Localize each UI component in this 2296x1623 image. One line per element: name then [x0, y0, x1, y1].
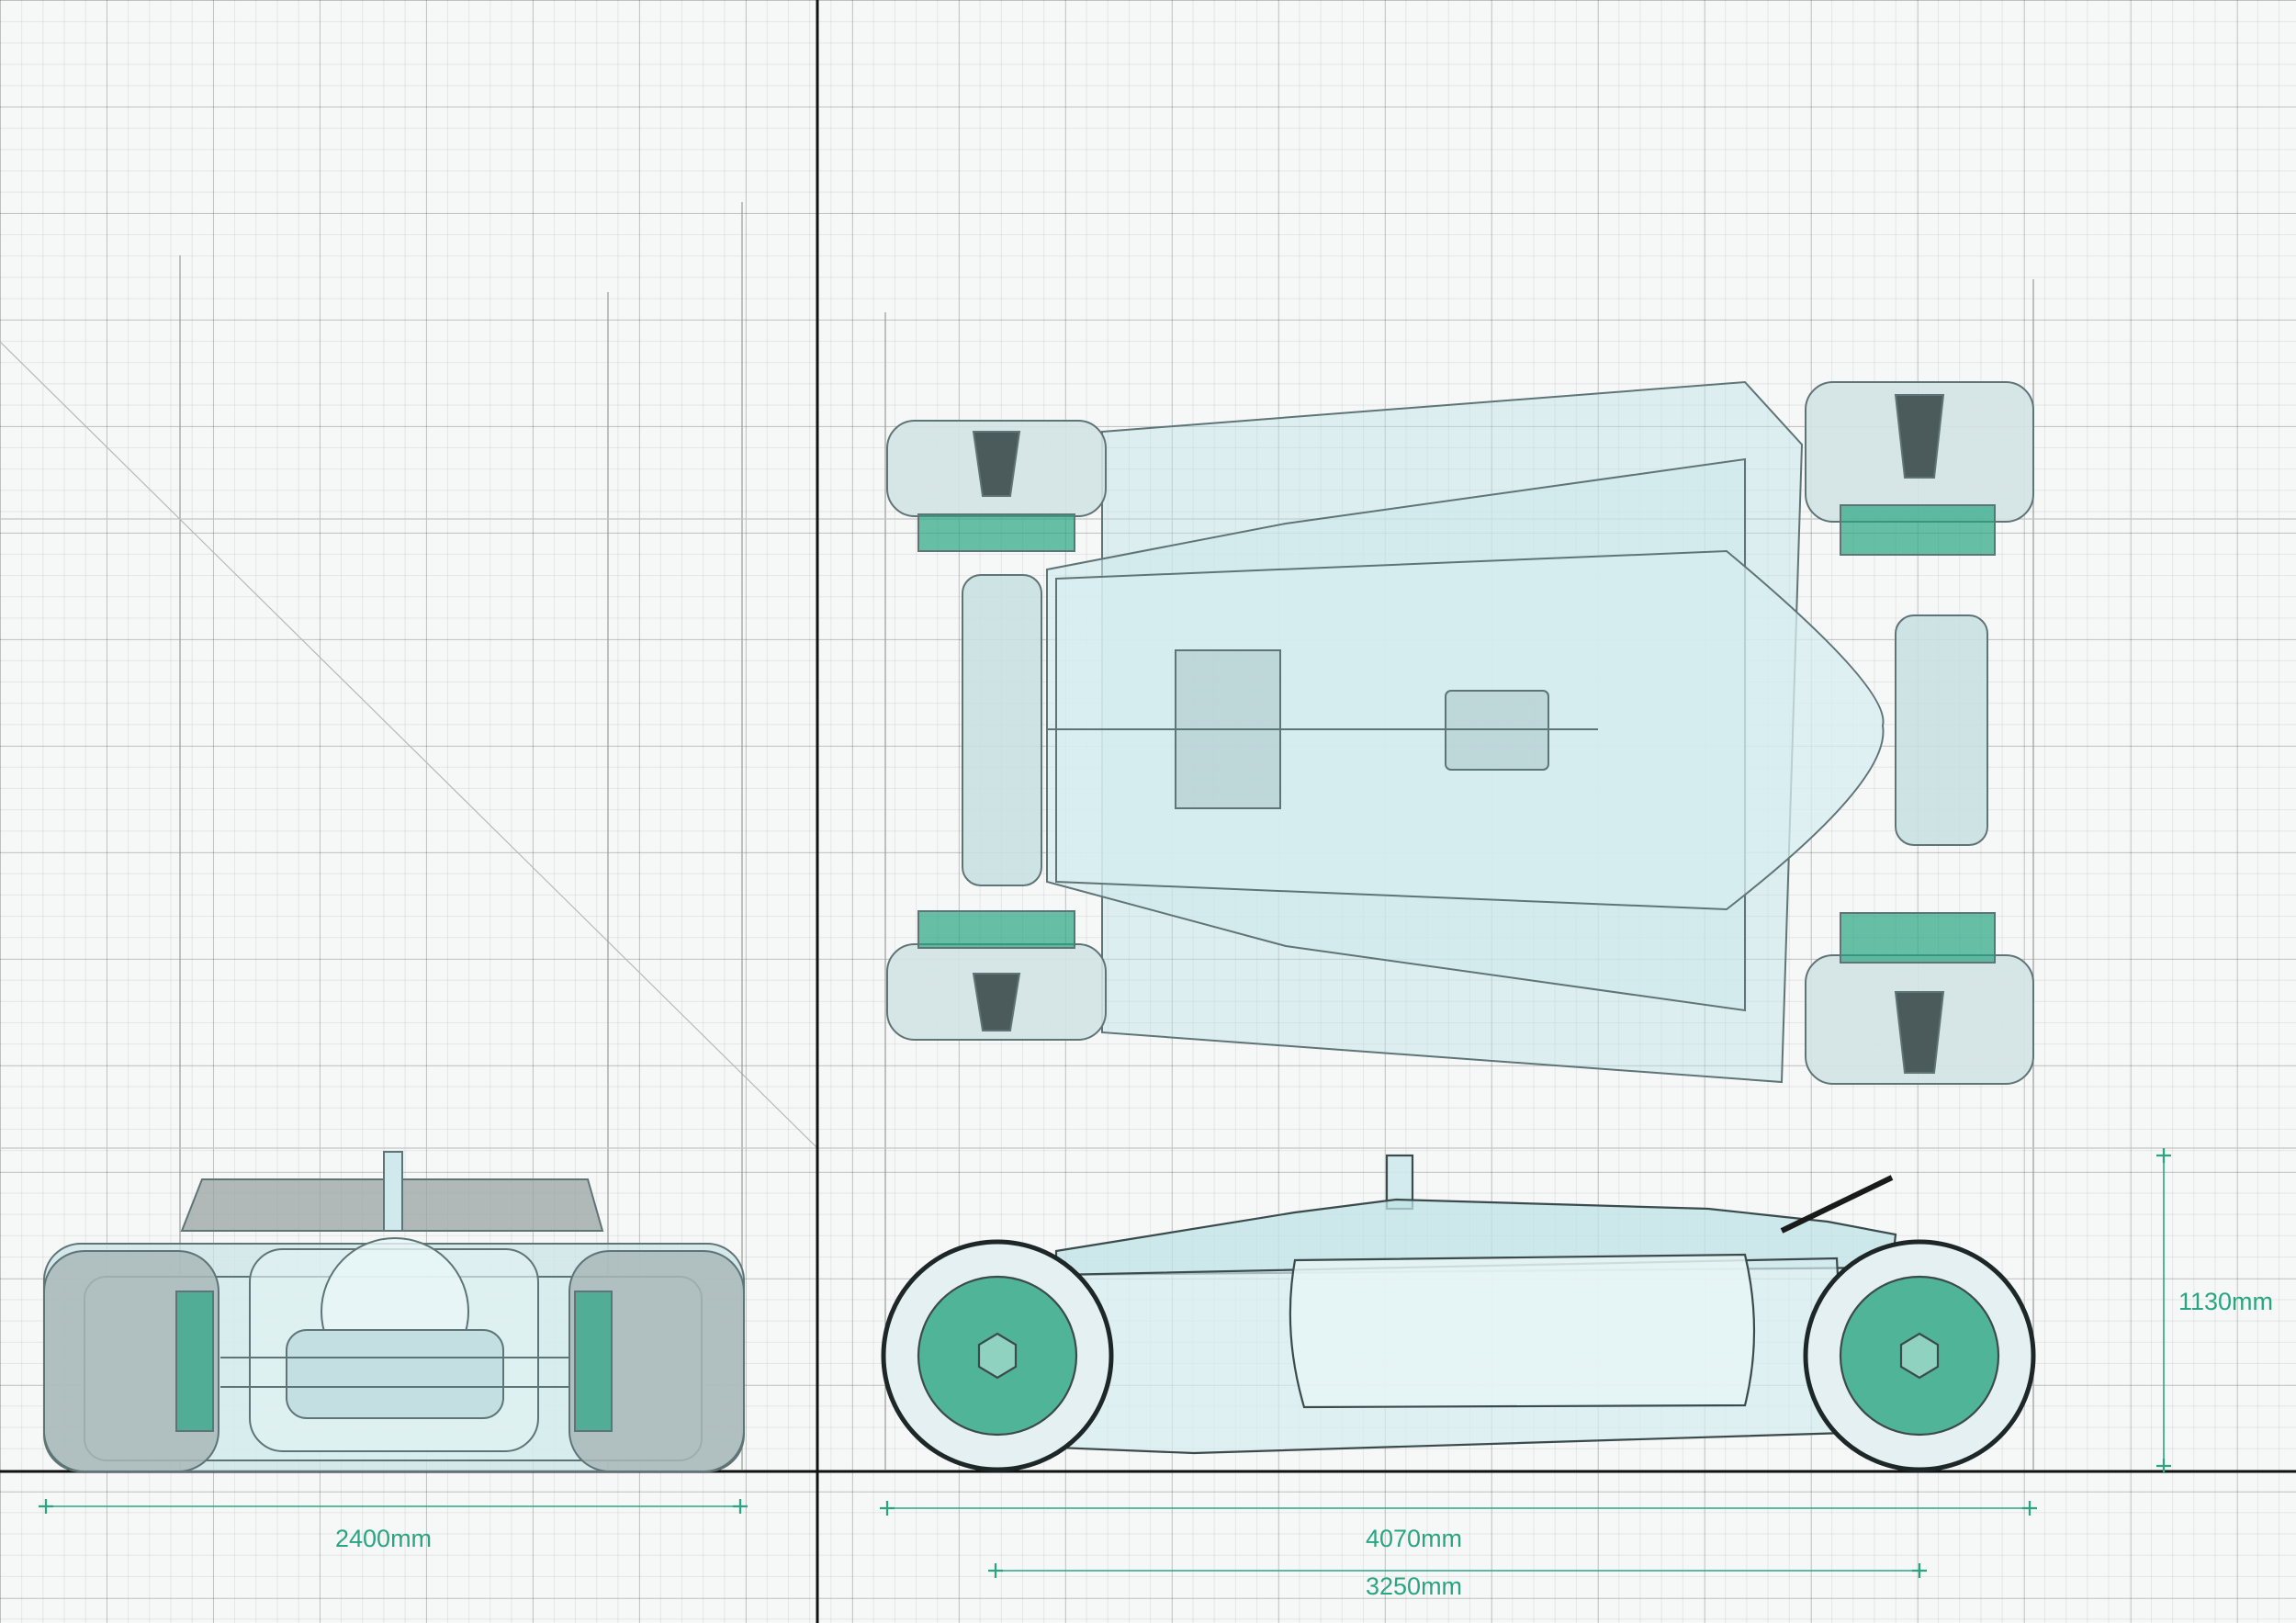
dimension-label-length: 4070mm: [1366, 1525, 1463, 1552]
dimension-label-wheelbase: 3250mm: [1366, 1572, 1463, 1600]
dimension-label-height: 1130mm: [2178, 1288, 2274, 1315]
dimension-lines: [39, 1148, 2171, 1578]
front-view: [43, 1151, 745, 1472]
dimension-label-track: 2400mm: [335, 1525, 433, 1552]
side-view: [881, 1154, 2036, 1472]
top-view: [886, 380, 2034, 1085]
